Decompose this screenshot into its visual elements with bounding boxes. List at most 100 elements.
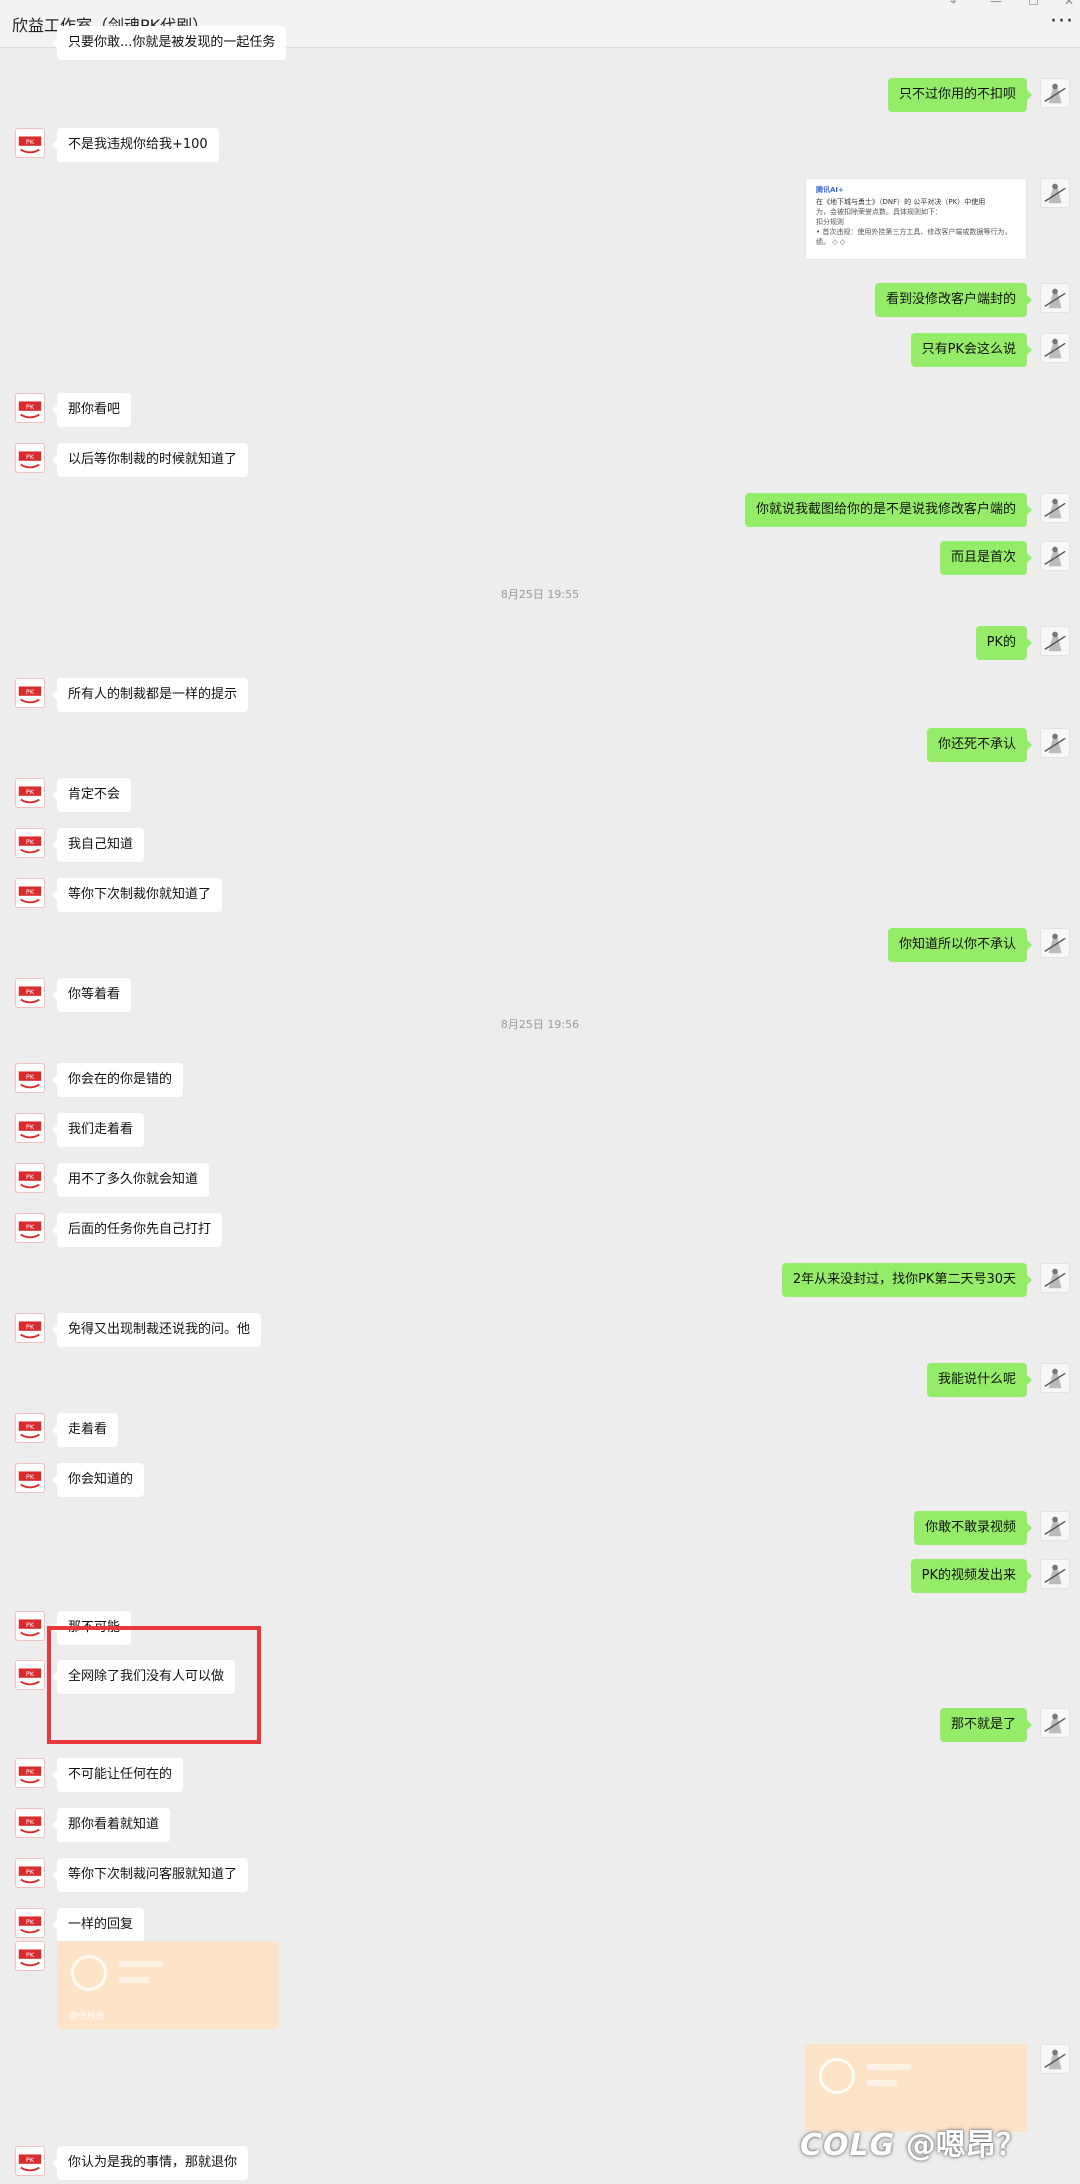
transfer-card[interactable] <box>805 2044 1027 2132</box>
self-avatar[interactable] <box>1040 1708 1070 1738</box>
message-bubble[interactable]: 我自己知道 <box>51 828 145 862</box>
transfer-card[interactable]: 微信转账 <box>57 1941 279 2029</box>
contact-avatar[interactable]: PK <box>15 393 45 423</box>
message-bubble[interactable]: 不是我违规你给我+100 <box>52 128 219 162</box>
self-avatar[interactable] <box>1040 78 1070 108</box>
contact-avatar[interactable]: PK <box>15 828 45 858</box>
self-avatar[interactable] <box>1040 928 1070 958</box>
svg-text:PK: PK <box>26 1173 35 1181</box>
contact-avatar[interactable]: PK <box>15 1660 45 1690</box>
contact-avatar[interactable]: PK <box>15 1463 45 1493</box>
message-row: PK 不是我违规你给我+100 <box>0 128 1080 172</box>
message-bubble[interactable]: 等你下次制裁你就知道了 <box>51 878 223 912</box>
message-bubble[interactable]: 那不就是了 <box>939 1708 1033 1742</box>
contact-avatar[interactable]: PK <box>15 1808 45 1838</box>
message-bubble[interactable]: 2年从来没封过，找你PK第二天号30天 <box>781 1263 1033 1297</box>
contact-avatar[interactable]: PK <box>15 1758 45 1788</box>
message-bubble[interactable]: 而且是首次 <box>939 541 1033 575</box>
self-avatar[interactable] <box>1040 1363 1070 1393</box>
message-bubble[interactable]: 你会在的你是错的 <box>51 1063 184 1097</box>
close-icon[interactable]: ✕ <box>1064 0 1075 8</box>
message-bubble[interactable]: 你认为是我的事情，那就退你 <box>51 2146 249 2180</box>
message-bubble[interactable]: 你敢不敢录视频 <box>913 1511 1033 1545</box>
self-avatar[interactable] <box>1040 1263 1070 1293</box>
self-avatar[interactable] <box>1040 541 1070 571</box>
contact-avatar[interactable]: PK <box>15 1611 45 1641</box>
self-avatar[interactable] <box>1040 283 1070 313</box>
message-bubble[interactable]: 看到没修改客户端封的 <box>874 283 1033 317</box>
message-bubble[interactable]: 所有人的制裁都是一样的提示 <box>51 678 249 712</box>
watermark: COLG @嗯昂？ <box>800 2120 1026 2164</box>
chat-history[interactable]: 只要你敢...你就是被发现的一起任务 只不过你用的不扣呗 PK 不是我违规你给我… <box>0 26 1080 2184</box>
svg-text:PK: PK <box>26 403 35 411</box>
svg-text:PK: PK <box>26 1223 35 1231</box>
message-row <box>0 2044 1080 2144</box>
message-bubble[interactable]: 只有PK会这么说 <box>910 333 1033 367</box>
contact-avatar[interactable]: PK <box>15 878 45 908</box>
minimize-icon[interactable]: — <box>990 0 1002 8</box>
message-row: 而且是首次 <box>0 541 1080 585</box>
message-bubble[interactable]: 全网除了我们没有人可以做 <box>51 1660 236 1694</box>
message-bubble[interactable]: 后面的任务你先自己打打 <box>51 1213 223 1247</box>
contact-avatar[interactable]: PK <box>15 1908 45 1938</box>
message-row: 只不过你用的不扣呗 <box>0 78 1080 122</box>
message-bubble[interactable]: 只要你敢...你就是被发现的一起任务 <box>51 26 287 60</box>
self-avatar[interactable] <box>1040 493 1070 523</box>
self-avatar[interactable] <box>1040 2044 1070 2074</box>
self-avatar[interactable] <box>1040 178 1070 208</box>
svg-text:PK: PK <box>26 688 35 696</box>
self-avatar[interactable] <box>1040 626 1070 656</box>
contact-avatar[interactable]: PK <box>15 678 45 708</box>
contact-avatar[interactable]: PK <box>15 778 45 808</box>
message-bubble[interactable]: 你知道所以你不承认 <box>887 928 1033 962</box>
self-avatar[interactable] <box>1040 333 1070 363</box>
contact-avatar[interactable]: PK <box>15 1213 45 1243</box>
contact-avatar[interactable]: PK <box>15 1413 45 1443</box>
maximize-icon[interactable]: ☐ <box>1028 0 1039 8</box>
message-row: 我能说什么呢 <box>0 1363 1080 1407</box>
message-bubble[interactable]: 一样的回复 <box>51 1908 145 1942</box>
message-bubble[interactable]: 那你看吧 <box>51 393 132 427</box>
message-bubble[interactable]: 我能说什么呢 <box>926 1363 1033 1397</box>
message-bubble[interactable]: 免得又出现制裁还说我的问。他 <box>51 1313 262 1347</box>
contact-avatar[interactable]: PK <box>15 1113 45 1143</box>
contact-avatar[interactable]: PK <box>15 1858 45 1888</box>
screenshot-text: • 首次违规：使用外挂第三方工具、修改客户端或数据等行为， <box>816 228 1012 236</box>
message-bubble[interactable]: 你还死不承认 <box>926 728 1033 762</box>
screenshot-text: 扣分规则 <box>816 218 844 226</box>
message-row: PK的视频发出来 <box>0 1559 1080 1603</box>
message-bubble[interactable]: 我们走着看 <box>51 1113 145 1147</box>
contact-avatar[interactable]: PK <box>15 1941 45 1971</box>
contact-avatar[interactable]: PK <box>15 1313 45 1343</box>
message-bubble[interactable]: 以后等你制裁的时候就知道了 <box>51 443 249 477</box>
message-bubble[interactable]: 只不过你用的不扣呗 <box>887 78 1033 112</box>
message-bubble[interactable]: 不可能让任何在的 <box>51 1758 184 1792</box>
message-row: 腾讯AI+ 在《地下城与勇士》（DNF）的 公平对决（PK）中使用 为，会被扣除… <box>0 178 1080 268</box>
self-avatar[interactable] <box>1040 1559 1070 1589</box>
message-bubble[interactable]: 你会知道的 <box>51 1463 145 1497</box>
svg-text:PK: PK <box>26 453 35 461</box>
pin-icon[interactable]: ⌖ <box>950 0 957 8</box>
message-bubble[interactable]: 肯定不会 <box>51 778 132 812</box>
contact-avatar[interactable]: PK <box>15 2146 45 2176</box>
message-bubble[interactable]: PK的 <box>975 626 1033 660</box>
more-options-button[interactable]: ··· <box>1050 9 1074 34</box>
screenshot-image[interactable]: 腾讯AI+ 在《地下城与勇士》（DNF）的 公平对决（PK）中使用 为，会被扣除… <box>805 178 1027 260</box>
contact-avatar[interactable]: PK <box>15 443 45 473</box>
self-avatar[interactable] <box>1040 1511 1070 1541</box>
message-bubble[interactable]: PK的视频发出来 <box>910 1559 1033 1593</box>
message-bubble[interactable]: 你就说我截图给你的是不是说我修改客户端的 <box>744 493 1033 527</box>
message-bubble[interactable]: 那你看着就知道 <box>51 1808 171 1842</box>
self-avatar[interactable] <box>1040 728 1070 758</box>
contact-avatar[interactable]: PK <box>15 1063 45 1093</box>
message-bubble[interactable]: 你等着看 <box>51 978 132 1012</box>
contact-avatar[interactable]: PK <box>15 1163 45 1193</box>
message-bubble[interactable]: 用不了多久你就会知道 <box>51 1163 210 1197</box>
watermark-handle: @嗯昂？ <box>905 2128 1026 2163</box>
colg-logo: COLG <box>800 2128 896 2163</box>
message-bubble[interactable]: 走着看 <box>51 1413 119 1447</box>
contact-avatar[interactable]: PK <box>15 128 45 158</box>
contact-avatar[interactable]: PK <box>15 978 45 1008</box>
message-bubble[interactable]: 等你下次制裁问客服就知道了 <box>51 1858 249 1892</box>
